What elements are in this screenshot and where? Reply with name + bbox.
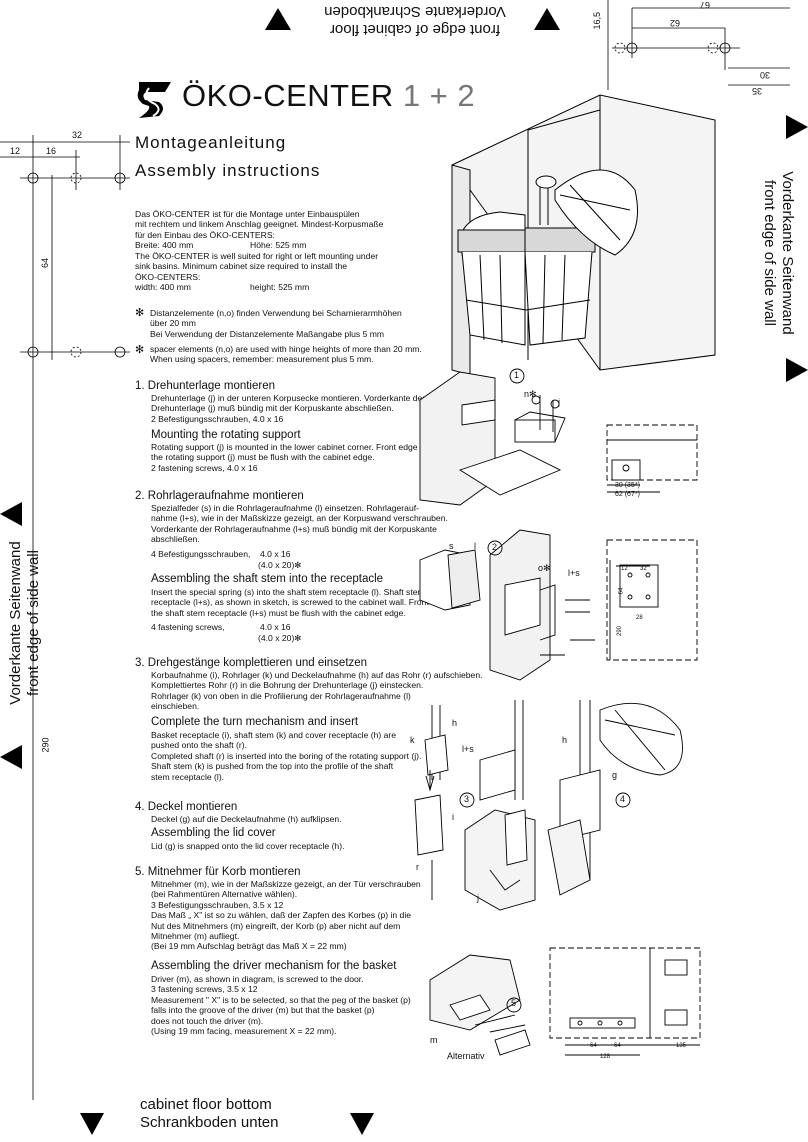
step4-text-de: Deckel (g) auf die Deckelaufnahme (h) au… (151, 814, 342, 824)
fig1-dim-30: 30 (35*) (615, 482, 640, 489)
figure-step1-dims (606, 424, 698, 493)
fig4-number: 4 (620, 794, 626, 804)
step2-screws-de-alt: (4.0 x 20)✻ (258, 560, 302, 570)
fig2-number: 2 (492, 542, 498, 552)
step2-screws-de-size: 4.0 x 16 (260, 549, 291, 559)
fig5-dim-135: 135 (676, 1043, 687, 1049)
fig2-label-l: l (474, 541, 476, 551)
fig2-label-s: s (449, 541, 454, 551)
step2-heading-en: Assembling the shaft stem into the recep… (151, 573, 384, 585)
fig3-label-ls: l+s (462, 744, 474, 754)
fig5-label-m: m (430, 1035, 438, 1045)
fig2-dim-32: 32 (640, 566, 647, 572)
product-name: ÖKO-CENTER (182, 78, 394, 113)
step2-heading-de: 2. Rohrlageraufnahme montieren (135, 490, 304, 502)
fig3-label-r: r (416, 862, 419, 872)
intro-en-height: height: 525 mm (250, 282, 310, 292)
fig2-dim-290: 290 (617, 625, 624, 637)
subtitle-en: Assembly instructions (135, 161, 321, 180)
fig3-label-i: i (452, 812, 454, 822)
arrow-up-icon (265, 8, 291, 30)
step1-text-de: Drehunterlage (j) in der unteren Korpuse… (151, 393, 426, 424)
fig1-label-n: n✻ (524, 389, 537, 399)
figure-step2-dims (606, 539, 698, 661)
intro-en-width: width: 400 mm (135, 282, 191, 292)
fig2-label-o: o✻ (538, 563, 551, 573)
arrow-left-icon (0, 745, 22, 769)
page-title: ÖKO-CENTER 1 + 2 (182, 78, 475, 114)
step2-screws-en-size: 4.0 x 16 (260, 622, 291, 632)
intro-en: The ÖKO-CENTER is well suited for right … (135, 251, 379, 282)
product-number: 1 + 2 (402, 78, 476, 113)
step2-screws-de: 4 Befestigungsschrauben, (151, 549, 251, 559)
spacer-note-de: Distanzelemente (n,o) finden Verwendung … (150, 308, 402, 339)
arrow-down-icon (350, 1113, 374, 1135)
step5-text-en: Driver (m), as shown in diagram, is scre… (151, 974, 411, 1037)
fig1-number: 1 (514, 370, 520, 380)
fig5-alternativ: Alternativ (447, 1051, 485, 1061)
footer-de: Schrankboden unten (140, 1114, 279, 1131)
fig2-label-ls: l+s (568, 568, 580, 578)
arrow-right-icon (786, 115, 808, 139)
step1-heading-en: Mounting the rotating support (151, 429, 301, 441)
step2-text-de: Spezialfeder (s) in die Rohrlageraufnahm… (151, 503, 448, 545)
step3-heading-de: 3. Drehgestänge komplettieren und einset… (135, 657, 368, 669)
arrow-left-icon (0, 502, 22, 526)
intro-de-height: Höhe: 525 mm (250, 240, 307, 250)
intro-de: Das ÖKO-CENTER ist für die Montage unter… (135, 209, 384, 240)
figure-step5 (429, 954, 531, 1056)
fig3-label-h: h (452, 718, 458, 728)
arrow-right-icon (786, 358, 808, 382)
star-icon: ✻ (135, 307, 145, 319)
step5-heading-en: Assembling the driver mechanism for the … (151, 960, 397, 972)
figure-step5-dims (549, 947, 701, 1056)
step1-heading-de: 1. Drehunterlage montieren (135, 380, 275, 392)
step2-screws-en: 4 fastening screws, (151, 622, 225, 632)
fig2-dim-12: 12 (621, 566, 628, 572)
step3-heading-en: Complete the turn mechanism and insert (151, 716, 359, 728)
figure-step4 (547, 700, 683, 896)
logo-icon (137, 82, 171, 118)
step4-heading-de: 4. Deckel montieren (135, 801, 238, 813)
fig1-dim-62: 62 (67*) (615, 491, 640, 498)
figure-step3 (414, 700, 536, 911)
step3-text-en: Basket receptacle (i), shaft stem (k) an… (151, 730, 422, 782)
fig2-dim-28: 28 (636, 615, 643, 621)
step4-text-en: Lid (g) is snapped onto the lid cover re… (151, 841, 345, 851)
dim-32: 32 (72, 130, 83, 140)
step4-heading-en: Assembling the lid cover (151, 827, 276, 839)
step2-text-en: Insert the special spring (s) into the s… (151, 587, 460, 618)
dim-16: 16 (46, 146, 57, 156)
fig3-label-j: j (477, 893, 479, 903)
step3-text-de: Korbaufnahme (i), Rohrlager (k) und Deck… (151, 670, 483, 712)
arrow-down-icon (80, 1113, 104, 1135)
figure-step2 (419, 529, 595, 681)
fig1-label-j: j (558, 397, 560, 407)
fig3-number: 3 (464, 794, 470, 804)
fig5-dim-64b: 64 (614, 1043, 621, 1049)
spacer-note-en: spacer elements (n,o) are used with hing… (150, 344, 422, 365)
intro-de-width: Breite: 400 mm (135, 240, 194, 250)
step5-text-de: Mitnehmer (m), wie in der Maßskizze geze… (151, 879, 421, 952)
fig4-label-g: g (612, 770, 618, 780)
arrow-up-icon (534, 8, 560, 30)
step5-heading-de: 5. Mitnehmer für Korb montieren (135, 866, 301, 878)
dim-12: 12 (10, 146, 21, 156)
star-icon: ✻ (135, 344, 145, 356)
figure-step1 (419, 368, 566, 506)
step1-text-en: Rotating support (j) is mounted in the l… (151, 442, 427, 473)
fig3-label-k: k (410, 735, 415, 745)
subtitle-de: Montageanleitung (135, 133, 287, 152)
fig5-dim-64a: 64 (590, 1043, 597, 1049)
fig5-number: 5 (511, 998, 517, 1008)
footer-en: cabinet floor bottom (140, 1096, 272, 1113)
step2-screws-en-alt: (4.0 x 20)✻ (258, 633, 302, 643)
fig5-dim-128: 128 (600, 1054, 611, 1060)
left-hole-dimension-diagram (0, 135, 130, 1100)
fig4-label-h: h (562, 735, 568, 745)
fig2-dim-64: 64 (618, 587, 625, 595)
